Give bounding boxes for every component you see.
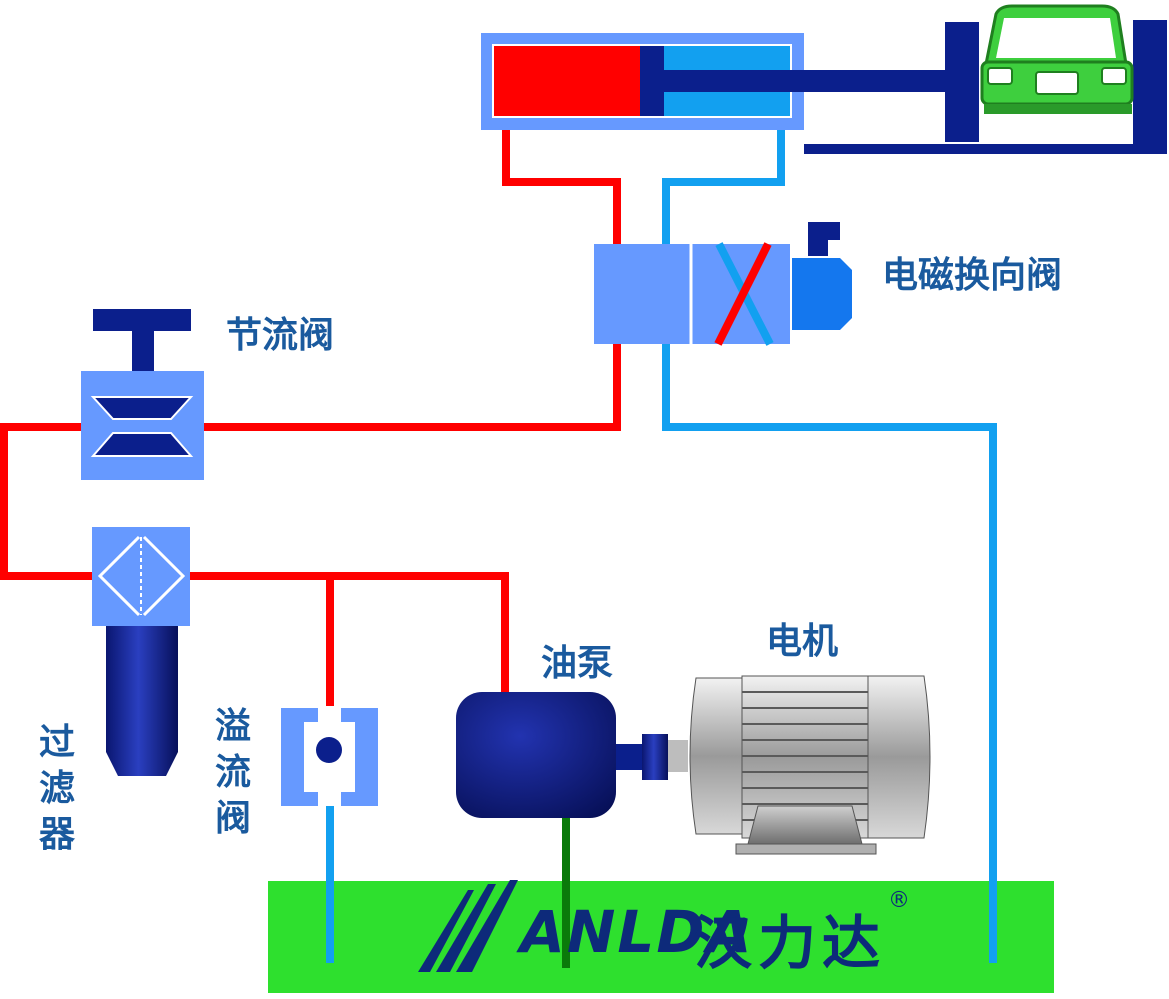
car-icon (980, 4, 1134, 114)
relief-valve (281, 708, 378, 806)
pressure-line (0, 116, 621, 706)
relief-valve-label: 溢流阀 (214, 706, 251, 839)
brand-latin: ANLDA (520, 898, 754, 966)
motor-label: 电机 (766, 621, 839, 662)
throttle-valve-label: 节流阀 (226, 315, 335, 356)
registered-mark: ® (888, 888, 910, 913)
throttle-valve (81, 309, 204, 480)
hydraulic-cylinder (481, 33, 946, 130)
car-platform (804, 20, 1167, 154)
filter (92, 527, 190, 776)
oil-pump-label: 油泵 (541, 643, 614, 684)
filter-label: 过滤器 (38, 722, 75, 855)
oil-tank (268, 881, 1054, 993)
anlda-logo-mark (418, 880, 518, 972)
electric-motor (689, 675, 931, 855)
brand-chinese: 汉力达 (694, 909, 887, 977)
solenoid-directional-valve (594, 222, 852, 346)
oil-pump (456, 692, 688, 818)
solenoid-valve-label: 电磁换向阀 (882, 255, 1063, 296)
